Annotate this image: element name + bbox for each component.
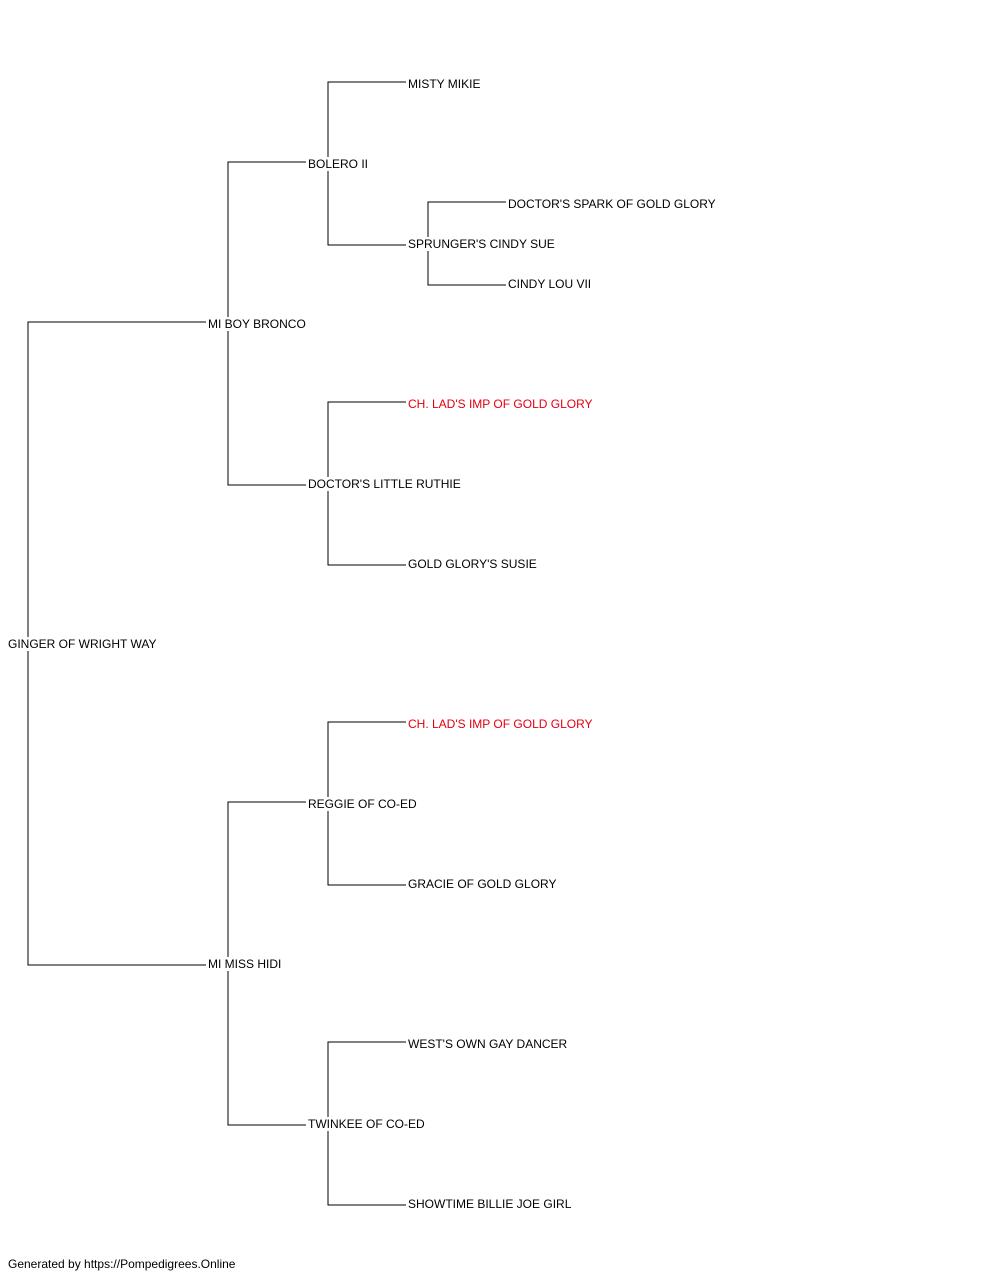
ds-dam-name: GRACIE OF GOLD GLORY	[408, 877, 559, 891]
dd-dam-name: SHOWTIME BILLIE JOE GIRL	[408, 1197, 574, 1211]
dd-sire-name: WEST'S OWN GAY DANCER	[408, 1037, 570, 1051]
sire-dam-name: DOCTOR'S LITTLE RUTHIE	[308, 477, 463, 491]
sire-sire-name: BOLERO II	[308, 157, 371, 171]
dam-name: MI MISS HIDI	[208, 957, 284, 971]
sire-name: MI BOY BRONCO	[208, 317, 308, 331]
ss-dam-name: SPRUNGER'S CINDY SUE	[408, 237, 557, 251]
sd-dam-name: GOLD GLORY'S SUSIE	[408, 557, 539, 571]
sd-sire-name: CH. LAD'S IMP OF GOLD GLORY	[408, 397, 595, 411]
dam-sire-name: REGGIE OF CO-ED	[308, 797, 419, 811]
ss-sire-name: MISTY MIKIE	[408, 77, 483, 91]
ssd-sire-name: DOCTOR'S SPARK OF GOLD GLORY	[508, 197, 718, 211]
ssd-dam-name: CINDY LOU VII	[508, 277, 594, 291]
generated-by-footer: Generated by https://Pompedigrees.Online	[8, 1257, 236, 1271]
subject-name: GINGER OF WRIGHT WAY	[8, 637, 159, 651]
dam-dam-name: TWINKEE OF CO-ED	[308, 1117, 427, 1131]
ds-sire-name: CH. LAD'S IMP OF GOLD GLORY	[408, 717, 595, 731]
